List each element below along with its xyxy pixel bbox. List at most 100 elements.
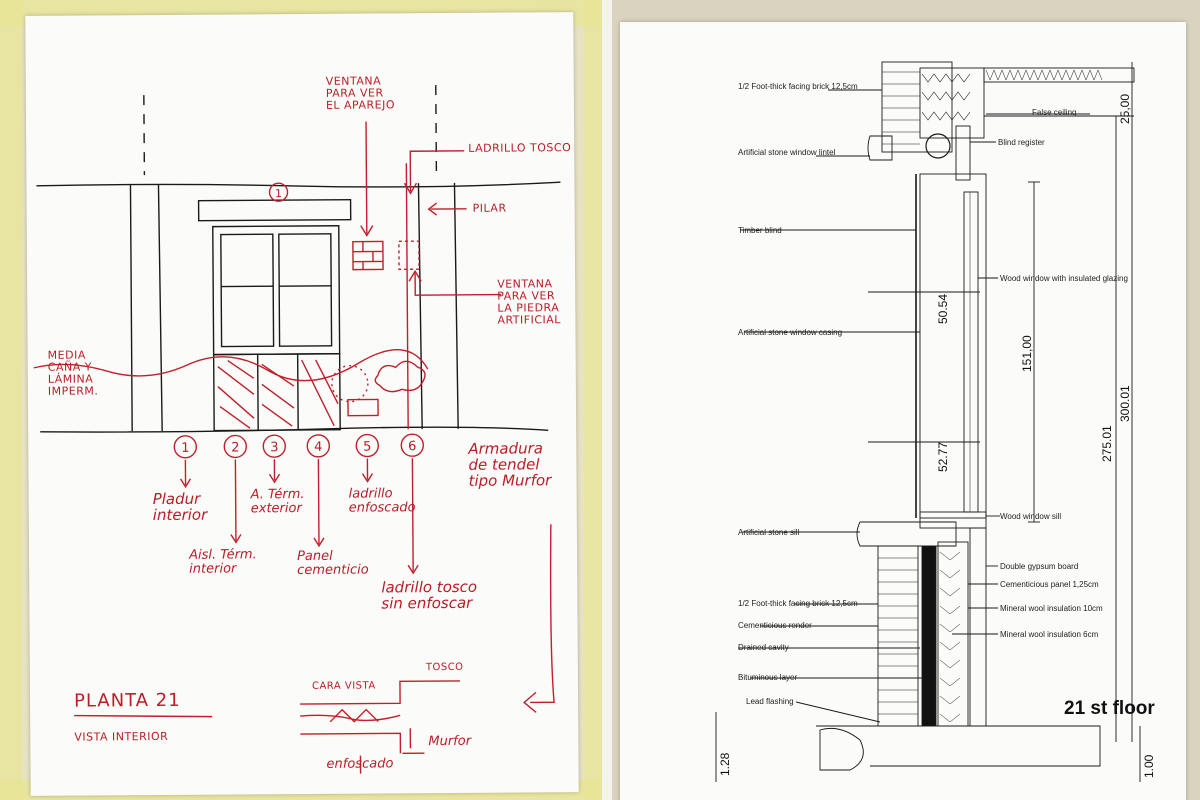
floor-label: 21 st floor [1064,698,1155,719]
ceiling-line [36,181,561,188]
floor-line [40,426,549,433]
detail-joint [300,680,460,754]
sketch-paper: 1 1 2 3 4 5 6 VENTANA PARA VER EL APAREJ… [25,12,579,796]
label-line: EL APAREJO [325,98,396,112]
layer-number: 1 [181,441,189,456]
cavity-fill [921,545,937,727]
label-line: interior [189,561,237,577]
dim-25: 25,00 [1118,93,1132,124]
photo-divider [602,0,612,800]
column-line [157,184,163,431]
label-window-sill: Wood window sill [1000,512,1062,521]
dim-30001: 300.01 [1118,385,1132,422]
section-drawing [715,61,1141,782]
ladrillo-tosco-label: LADRILLO TOSCO [468,141,572,155]
enfoscado-label: enfoscado [326,756,394,772]
label-timber-blind: Timber blind [738,226,782,235]
dashed-axis [435,85,438,174]
label-gypsum: Double gypsum board [1000,562,1079,571]
column-line [129,185,133,432]
dim-151: 151,00 [1020,335,1034,372]
layer-number: 2 [231,440,239,455]
top-circle-number: 1 [275,187,282,200]
layer-4-label: Panel cementicio [297,549,369,579]
layer-6-label: ladrillo tosco sin enfoscar [381,578,477,613]
planta-underline [74,714,213,718]
label-wool10: Mineral wool insulation 10cm [1000,604,1103,613]
layer-5-label: ladrillo enfoscado [348,486,416,516]
arrow-piedra [408,269,502,296]
ceiling-slab [983,67,1135,83]
ventana-aparejo-label: VENTANA PARA VER EL APAREJO [325,74,396,112]
tosco-label: TOSCO [425,661,464,674]
foundation-edge [819,727,864,771]
label-cement-panel: Cementicious panel 1,25cm [1000,580,1099,589]
arrow-armadura [522,524,555,713]
label-line: interior [152,505,208,525]
column-line [453,182,459,429]
label-false-ceiling: False ceiling [1032,108,1077,117]
lower-brick [877,545,919,727]
sketch-drawing: 1 1 2 3 4 5 6 [33,85,561,774]
damp-proof-line [33,349,429,382]
section-photo: 1/2 Foot-thick facing brick 12,5cm Artif… [612,0,1200,800]
layer-number: 5 [363,440,371,455]
label-line: de tendel [468,455,540,475]
top-wall [881,61,953,153]
layer-number: 3 [270,440,278,455]
label-line: sin enfoscar [381,594,473,613]
pilar-label: PILAR [472,201,507,215]
arrow-aparejo [360,121,374,237]
top-insulation [919,67,985,139]
lintel-box [197,198,352,222]
murfor-pointer [402,728,425,755]
window-frame [919,173,987,519]
layer-1-label: Pladur interior [152,489,208,525]
gypsum-board [969,527,987,727]
label-line: IMPERM. [47,384,99,398]
window-pane-left [220,233,275,348]
masking-tape-right [584,0,602,800]
label-blind-register: Blind register [998,138,1045,147]
arrow-pilar [427,202,467,216]
lintel [867,135,893,161]
label-line: ARTIFICIAL [497,312,561,327]
murfor-zigzag [329,708,379,723]
dim-5054: 50.54 [936,293,950,324]
dim-128: 1.28 [718,752,732,776]
dim-27501: 275.01 [1100,425,1114,462]
cara-vista-label: CARA VISTA [311,680,376,692]
label-render: Cementicious render [738,621,812,630]
planta-label: PLANTA 21 [73,689,181,712]
brick-unit [347,398,379,417]
label-cavity: Drained cavity [738,643,789,652]
brick-window [352,240,384,271]
layer-number: 4 [314,440,322,455]
label-line: Pladur [152,489,201,509]
stone-blob [374,360,426,393]
label-line: enfoscado [348,500,416,516]
layer-hatch [261,363,295,427]
label-wood-window: Wood window with insulated glazing [1000,274,1128,283]
label-line: Armadura [468,439,544,458]
window-pane-right [278,233,333,347]
label-flashing: Lead flashing [746,697,794,706]
vista-label: VISTA INTERIOR [74,729,169,744]
dim-5277: 52.77 [936,441,950,472]
sketch-photo: 1 1 2 3 4 5 6 VENTANA PARA VER EL APAREJ… [0,0,602,800]
arrow-ladrillo [403,150,465,195]
label-brick-bottom: 1/2 Foot-thick facing brick 12,5cm [738,599,858,608]
label-sill: Artificial stone sill [738,528,800,537]
label-line: tipo Murfor [468,471,552,491]
label-brick-top: 1/2 Foot-thick facing brick 12,5cm [738,82,858,91]
cement-dots [331,364,369,403]
window-sill [919,511,987,529]
media-cana-label: MEDIA CAÑA Y LÁMINA IMPERM. [47,349,99,398]
layer-hatch [217,359,255,429]
stone-sill [856,521,957,547]
stone-window [398,240,420,271]
red-pillar-line [405,163,409,430]
label-line: exterior [250,501,302,517]
column-line [417,183,423,430]
register-box [955,125,971,181]
